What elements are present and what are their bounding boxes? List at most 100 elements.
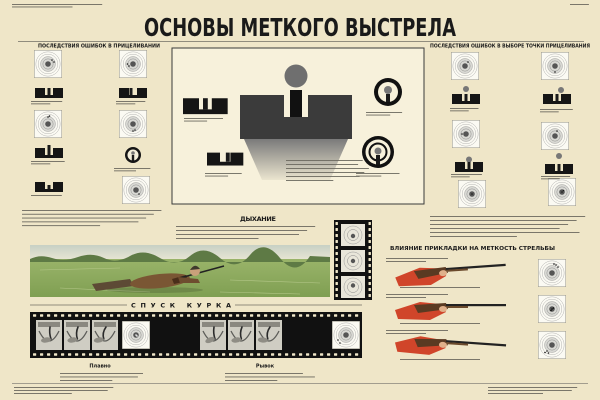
- sprocket-hole: [131, 314, 135, 317]
- sprocket-hole: [180, 353, 184, 356]
- text-line: [386, 258, 448, 259]
- sprocket-hole: [145, 314, 149, 317]
- sprocket-hole: [335, 228, 338, 231]
- text-line: [60, 380, 113, 381]
- text-line: [176, 238, 259, 239]
- text-line: [488, 387, 578, 388]
- sprocket-hole: [131, 353, 135, 356]
- text-line: [286, 180, 334, 181]
- trigger: [48, 326, 52, 340]
- receiver: [94, 322, 116, 327]
- trigger-guard: [66, 330, 88, 342]
- shooter-hand: [439, 306, 447, 312]
- text-line: [488, 393, 543, 394]
- text-line: [541, 178, 560, 180]
- paragraph-trigger-jerk: [225, 373, 315, 381]
- target-card: [119, 110, 147, 138]
- sprocket-hole: [250, 353, 254, 356]
- sprocket-hole: [335, 288, 338, 291]
- text-line: [540, 111, 559, 113]
- text-line: [286, 172, 365, 173]
- sprocket-hole: [61, 353, 65, 356]
- caption: [31, 161, 65, 165]
- bullet-hole: [337, 339, 339, 341]
- sprocket-hole: [306, 314, 310, 317]
- bullet-hole: [467, 61, 469, 63]
- rifle-stock: [413, 266, 449, 279]
- sprocket-hole: [103, 314, 107, 317]
- shoulder-and-rifle: [395, 302, 506, 320]
- sprocket-hole: [285, 353, 289, 356]
- sprocket-hole: [299, 314, 303, 317]
- trigger-guard: [258, 330, 280, 342]
- bullet-hole: [562, 189, 565, 192]
- text-line: [430, 236, 517, 237]
- sprocket-hole: [194, 353, 198, 356]
- text-line: [31, 161, 65, 162]
- sprocket-hole: [335, 264, 338, 267]
- left-column-aiming-errors: [34, 50, 150, 204]
- text-line: [366, 114, 391, 116]
- paragraph-center-panel: [286, 160, 369, 181]
- sprocket-hole: [187, 314, 191, 317]
- bullet-hole: [48, 115, 51, 117]
- caption: [356, 173, 400, 177]
- sprocket-hole: [327, 353, 331, 356]
- sprocket-hole: [368, 288, 371, 291]
- trigger-frame-jerk: [228, 320, 254, 350]
- sight-picture-low: [35, 182, 63, 192]
- sprocket-hole: [89, 353, 93, 356]
- sprocket-hole: [152, 314, 156, 317]
- ring-sight-picture: [362, 136, 394, 168]
- bullet-hole: [339, 342, 341, 344]
- sprocket-hole: [40, 353, 44, 356]
- target-card: [541, 122, 569, 150]
- aiming-errors-heading: ПОСЛЕДСТВИЯ ОШИБОК В ПРИЦЕЛИВАНИИ: [38, 44, 160, 50]
- sprocket-hole: [335, 276, 338, 279]
- sprocket-hole: [33, 314, 37, 317]
- target-card: [34, 50, 62, 78]
- stock-row: [386, 294, 566, 324]
- sprocket-hole: [54, 314, 58, 317]
- text-line: [176, 234, 299, 235]
- sprocket-hole: [117, 314, 121, 317]
- text-line: [400, 323, 480, 324]
- sprocket-hole: [173, 353, 177, 356]
- sprocket-hole: [341, 314, 345, 317]
- sprocket-hole: [368, 246, 371, 249]
- sprocket-hole: [173, 314, 177, 317]
- sprocket-hole: [236, 314, 240, 317]
- text-line: [386, 333, 426, 334]
- text-line: [60, 376, 138, 378]
- sprocket-hole: [201, 353, 205, 356]
- sprocket-hole: [355, 314, 359, 317]
- text-line: [225, 376, 315, 378]
- bullet-hole: [47, 116, 49, 118]
- sprocket-hole: [215, 314, 219, 317]
- sprocket-hole: [54, 353, 58, 356]
- rifle-barrel: [445, 263, 506, 271]
- text-line: [430, 216, 586, 217]
- sprocket-hole: [341, 353, 345, 356]
- text-line: [451, 176, 470, 178]
- bullet-hole: [557, 266, 559, 268]
- bullet-hole: [550, 309, 552, 312]
- sprocket-hole: [368, 222, 371, 225]
- sight-shadow: [244, 139, 348, 180]
- text-line: [400, 287, 480, 288]
- text-line: [60, 373, 143, 374]
- sprocket-hole: [292, 314, 296, 317]
- trigger: [239, 326, 243, 340]
- sprocket-hole: [61, 314, 65, 317]
- bullet-hole: [552, 307, 555, 309]
- main-sight-picture: [240, 64, 352, 180]
- sprocket-hole: [208, 353, 212, 356]
- sprocket-hole: [368, 240, 371, 243]
- sprocket-hole: [68, 353, 72, 356]
- sprocket-hole: [124, 353, 128, 356]
- bullseye: [284, 64, 308, 88]
- bullet-hole: [132, 130, 134, 132]
- fine-print-footer-left: [14, 387, 114, 394]
- text-line: [114, 168, 151, 169]
- target-card: [538, 259, 566, 287]
